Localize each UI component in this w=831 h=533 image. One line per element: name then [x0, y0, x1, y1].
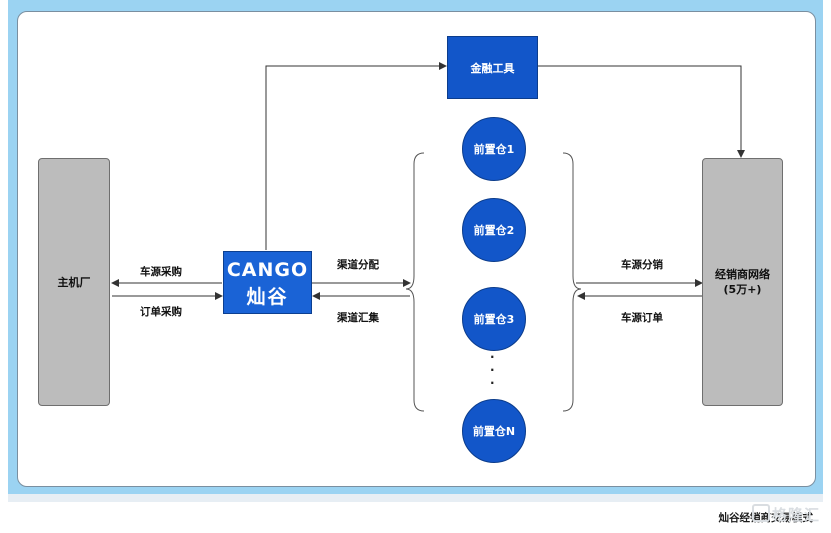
figure-caption: 灿谷经销商交易模式 — [718, 512, 814, 524]
watermark: 格隆汇 — [752, 504, 820, 525]
warehouse-label-1: 前置仓1 — [473, 143, 515, 156]
right-brace — [562, 152, 582, 412]
finance-tools-label: 金融工具 — [470, 61, 515, 75]
label-order-procurement: 订单采购 — [140, 306, 182, 318]
ellipsis-dot: · — [490, 376, 495, 390]
label-channel-distribution: 渠道分配 — [337, 259, 379, 271]
cango-logo-wordmark: CANGO — [226, 259, 309, 281]
dealer-network-label: 经销商网络 — [715, 268, 770, 281]
warehouse-label-n: 前置仓N — [472, 425, 516, 438]
warehouse-label-3: 前置仓3 — [473, 313, 515, 326]
dealer-network-block: 经销商网络 (5万+) — [702, 158, 783, 406]
ellipsis-dot: · — [490, 363, 495, 377]
left-brace — [405, 152, 425, 412]
label-car-procurement: 车源采购 — [140, 266, 182, 278]
oem-label: 主机厂 — [57, 275, 91, 289]
label-car-sales: 车源分销 — [621, 259, 663, 271]
cango-logo-box: CANGO 灿谷 — [223, 251, 312, 314]
warehouse-node-2: 前置仓2 — [462, 198, 526, 262]
label-car-orders: 车源订单 — [621, 312, 663, 324]
warehouse-label-2: 前置仓2 — [473, 224, 515, 237]
warehouse-node-3: 前置仓3 — [462, 287, 526, 351]
label-channel-aggregation: 渠道汇集 — [337, 312, 379, 324]
dealer-network-count: (5万+) — [723, 283, 762, 296]
footer-stripe — [8, 494, 823, 502]
oem-block: 主机厂 — [38, 158, 110, 406]
arrow-finance-to-dealer — [537, 65, 745, 158]
finance-tools-box: 金融工具 — [447, 36, 538, 99]
arrow-cango-to-finance — [265, 62, 447, 250]
ellipsis-dot: · — [490, 350, 495, 364]
cango-logo-chinese: 灿谷 — [246, 286, 289, 308]
warehouse-node-1: 前置仓1 — [462, 117, 526, 181]
watermark-text: 格隆汇 — [772, 506, 821, 524]
warehouse-node-n: 前置仓N — [462, 399, 526, 463]
footer-band — [0, 494, 831, 533]
watermark-logo-icon — [752, 504, 770, 522]
